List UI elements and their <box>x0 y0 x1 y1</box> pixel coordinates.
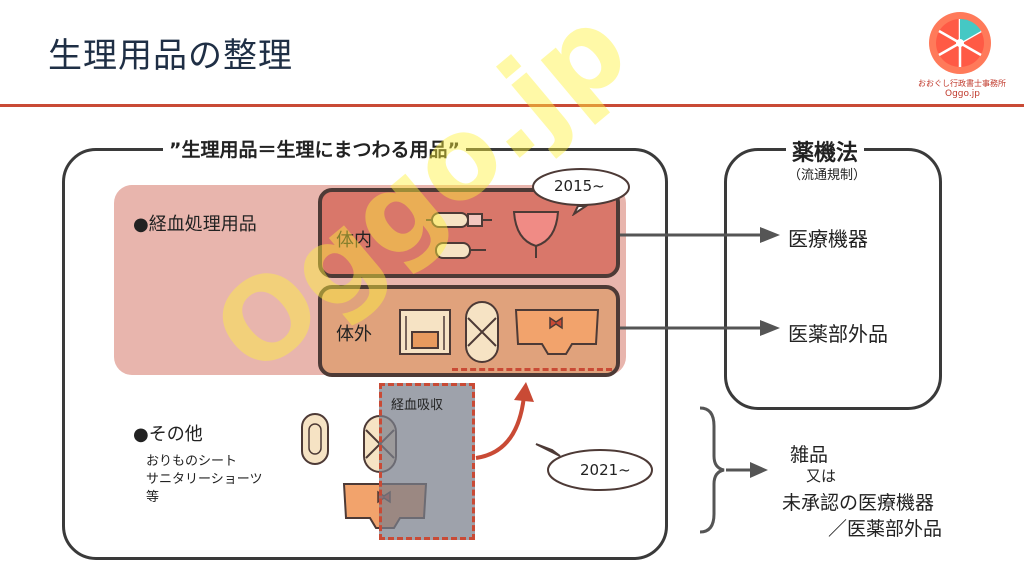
menstrual-cup-icon <box>512 211 560 258</box>
outcome-medical-device: 医療機器 <box>788 227 868 251</box>
outcome-unapproved-quasi: ／医薬部外品 <box>828 518 943 540</box>
period-shorts-icon <box>514 309 600 355</box>
orange-logo-icon <box>929 12 991 74</box>
outcome-unapproved-device: 未承認の医療機器 <box>782 492 935 514</box>
page-title: 生理用品の整理 <box>48 36 293 76</box>
panty-liner-icon <box>301 413 329 465</box>
callout-2021-bubble <box>535 443 653 491</box>
callout-2015-text: 2015~ <box>554 177 605 195</box>
pmd-act-frame <box>724 148 942 410</box>
absorption-dashed-line <box>452 368 612 371</box>
pmd-act-sublabel: （流通規制） <box>788 168 867 183</box>
logo-domain: Oggo.jp <box>945 89 980 99</box>
outcome-quasi-drug: 医薬部外品 <box>788 322 888 346</box>
misc-brace <box>699 406 768 534</box>
title-divider <box>0 104 1024 107</box>
tampon-icon <box>426 212 492 259</box>
other-item-shorts: サニタリーショーツ <box>146 472 263 487</box>
outcome-misc: 雑品 <box>790 444 829 466</box>
absorption-label: 経血吸収 <box>391 398 444 413</box>
external-use-label: 体外 <box>336 324 372 345</box>
other-label: ●その他 <box>133 424 203 445</box>
pad-icon <box>399 309 451 355</box>
folded-pad-icon <box>465 301 499 363</box>
pmd-act-label: 薬機法 <box>786 135 865 167</box>
internal-use-label: 体内 <box>336 230 372 251</box>
absorption-box <box>379 383 475 540</box>
other-item-liner: おりものシート <box>146 454 238 469</box>
callout-2015-bubble <box>532 168 630 216</box>
callout-2021-text: 2021~ <box>580 461 631 479</box>
logo-company-name: おおぐし行政書士事務所 <box>918 79 1006 88</box>
promotion-arrow <box>475 382 534 460</box>
menstrual-processing-label: ●経血処理用品 <box>133 214 257 235</box>
outcome-or: 又は <box>806 467 837 485</box>
other-item-etc: 等 <box>146 490 160 505</box>
menstrual-products-frame-label: ”生理用品＝生理にまつわる用品” <box>163 135 466 162</box>
regulation-arrows <box>620 227 780 336</box>
